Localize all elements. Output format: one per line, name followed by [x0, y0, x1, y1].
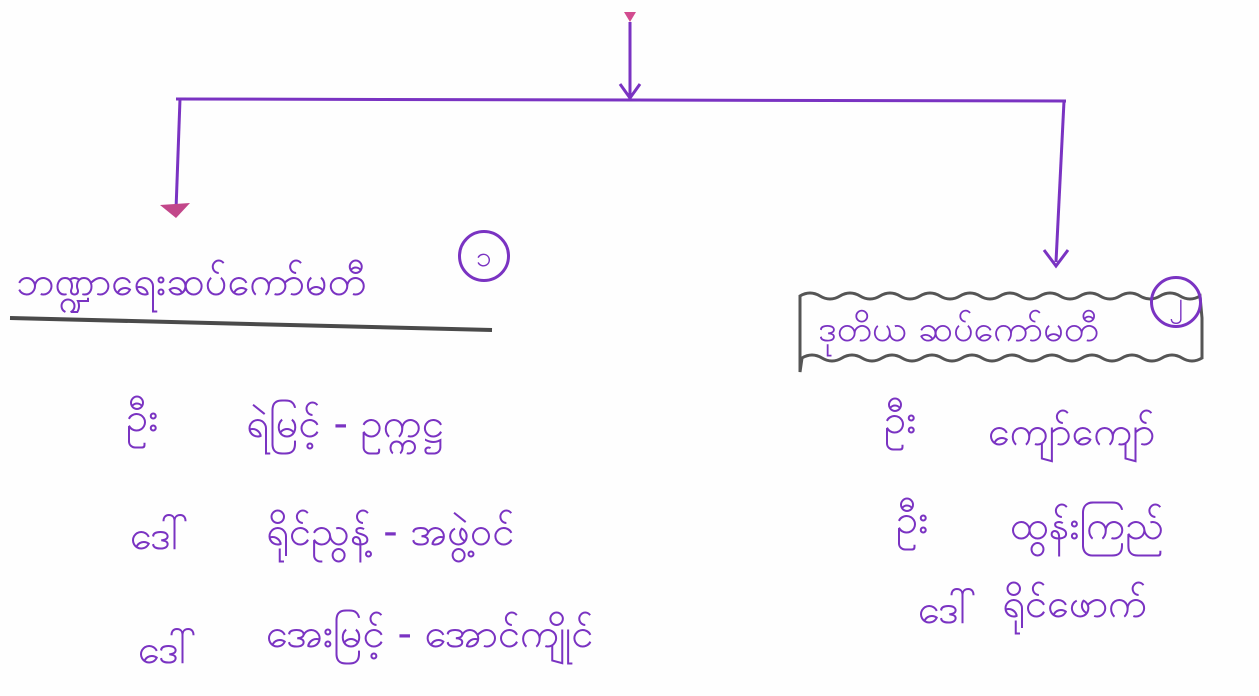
left-heading-number: ၁	[458, 230, 510, 282]
left-heading-number-text: ၁	[476, 240, 492, 273]
left-member-3-title: ဒေါ်	[138, 627, 198, 673]
right-member-1-title: ဦး	[884, 397, 917, 443]
left-member-1-title: ဦး	[126, 395, 159, 441]
right-heading-box	[798, 291, 1204, 373]
right-branch-connector	[1054, 100, 1066, 263]
left-heading: ဘဏ္ဍာရေးဆပ်ကော်မတီ	[16, 259, 367, 305]
right-heading-number-text: ၂	[1169, 286, 1183, 319]
top-arrow-marker	[624, 12, 636, 22]
left-member-2-name: ရိုင်ညွန့် - အဖွဲ့ဝင်	[266, 509, 515, 555]
right-heading-number: ၂	[1150, 276, 1202, 328]
right-heading: ဒုတိယ ဆပ်ကော်မတီ	[818, 309, 1099, 350]
left-member-1-name: ရဲမြင့် - ဥက္ကဋ္ဌ	[246, 401, 444, 447]
right-member-2-name: ထွန်းကြည်	[1010, 503, 1165, 549]
right-branch-arrowhead	[1042, 249, 1070, 269]
left-branch-connector	[174, 98, 182, 211]
branch-bar	[175, 97, 1067, 103]
right-member-2-title: ဦး	[896, 497, 929, 543]
left-branch-arrowhead	[160, 203, 190, 218]
top-connector-arrowhead	[618, 83, 642, 101]
right-member-3-name: ရိုင်ဖောက်	[1002, 581, 1148, 627]
right-member-1-name: ကျော်ကျော်	[988, 409, 1156, 455]
left-heading-underline	[9, 316, 493, 332]
right-member-3-title: ဒေါ်	[918, 587, 978, 633]
left-member-3-name: အေးမြင့် - အောင်ကျိုင်	[266, 611, 594, 657]
left-member-2-title: ဒေါ်	[130, 513, 190, 559]
